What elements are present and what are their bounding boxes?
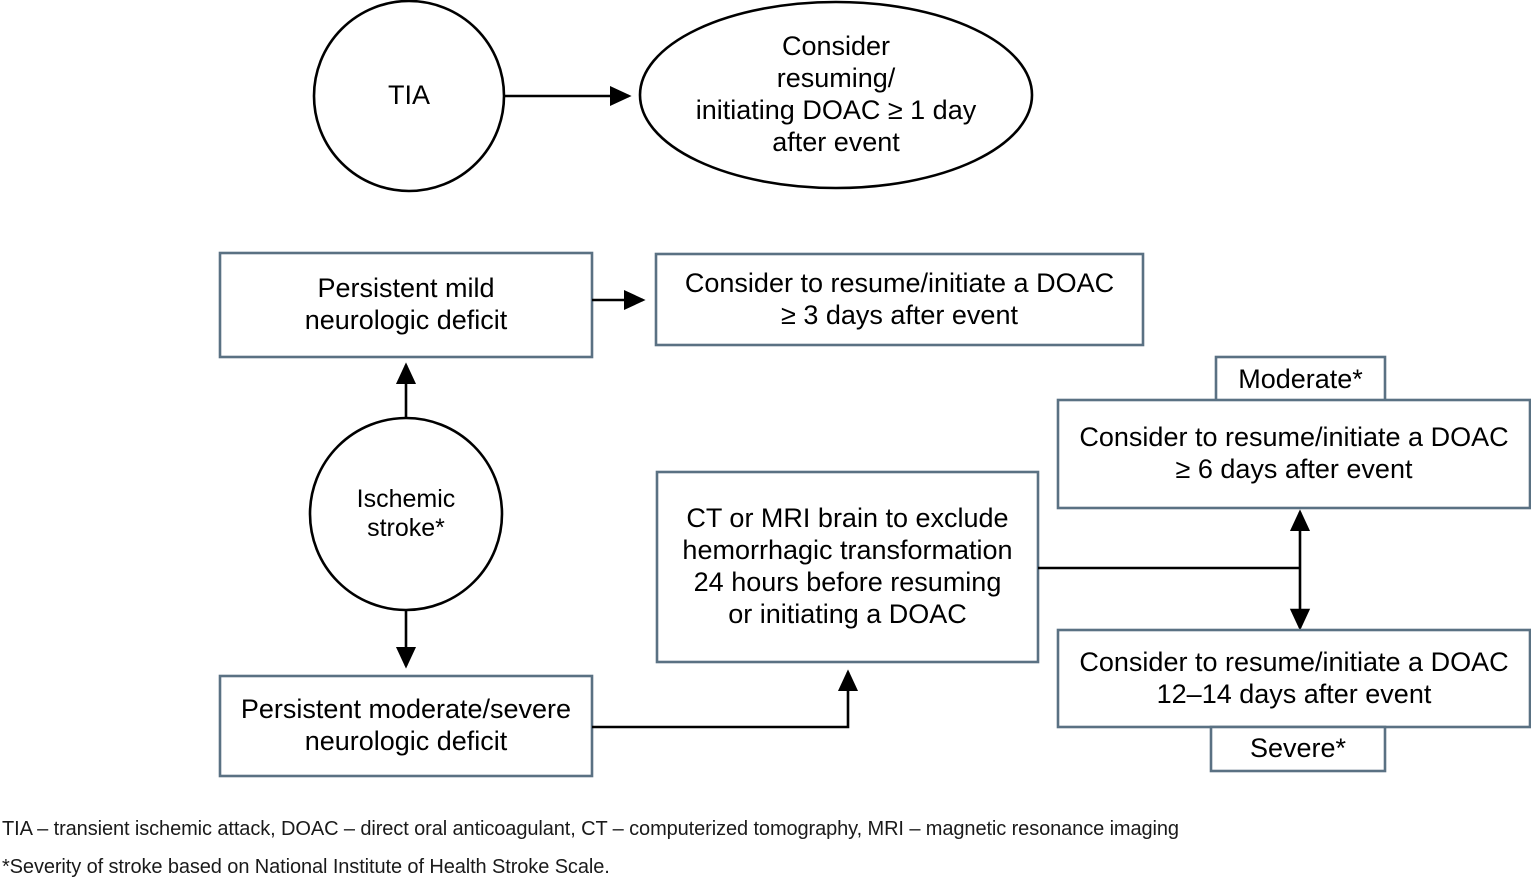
node-ischemic-stroke-circle[interactable] (308, 416, 504, 612)
footnote-severity-note: *Severity of stroke based on National In… (2, 856, 610, 878)
node-imaging-box[interactable] (655, 470, 1040, 664)
node-severe-action-box[interactable] (1056, 628, 1531, 729)
footnote-abbreviations: TIA – transient ischemic attack, DOAC – … (2, 818, 1179, 840)
node-severe-tag-box[interactable] (1209, 725, 1387, 773)
node-tia-circle[interactable] (312, 0, 506, 193)
node-persistent-mild-box[interactable] (218, 251, 594, 359)
node-persistent-moderate-severe-box[interactable] (218, 674, 594, 778)
node-tia-action-ellipse[interactable] (638, 0, 1034, 190)
node-mild-action-box[interactable] (654, 252, 1145, 347)
node-moderate-action-box[interactable] (1056, 398, 1531, 510)
edge-moderate-severe-to-imaging (592, 669, 859, 729)
node-moderate-tag-box[interactable] (1214, 355, 1387, 404)
